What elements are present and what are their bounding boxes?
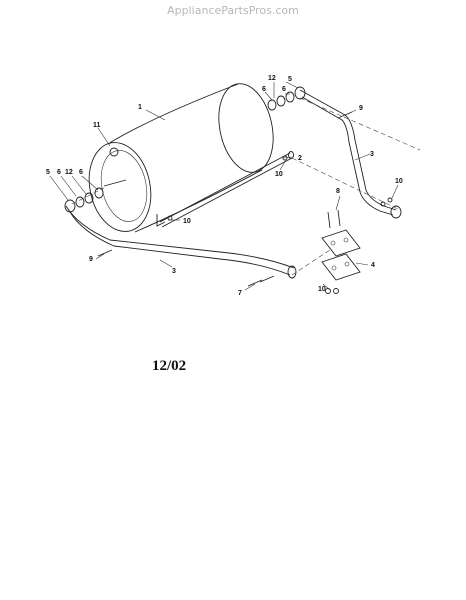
callout-12-right: 12 [268,75,276,82]
callout-10-drum-bracket: 10 [183,218,191,225]
hitch-bracket-lower [321,253,361,281]
handle-arm-left [65,205,297,279]
hitch-bracket-upper [321,229,361,257]
callout-10-arm-end: 10 [395,178,403,185]
callout-6-left-outer: 6 [57,169,61,176]
site-watermark: AppliancePartsPros.com [167,4,299,17]
fastener-bolts [97,111,393,294]
callout-5-right: 5 [288,76,292,83]
callout-2: 2 [298,155,302,162]
revision-date-code: 12/02 [152,358,187,374]
roller-drum [88,83,274,233]
assembly-guide-lines [291,97,421,276]
callout-10-hitch: 10 [318,286,326,293]
right-hub-hardware [267,86,306,111]
callout-3-left-arm: 3 [172,268,176,275]
callout-leaders [49,81,399,291]
callout-9-right: 9 [359,105,363,112]
callout-1: 1 [138,104,142,111]
callout-9-left: 9 [89,256,93,263]
callout-7: 7 [238,290,242,297]
left-hub-hardware [64,187,105,213]
callout-12-left: 12 [65,169,73,176]
axle-rod [156,151,294,228]
callout-4: 4 [371,262,375,269]
callout-6-right-inner: 6 [262,86,266,93]
callout-3-right-arm: 3 [370,151,374,158]
callout-5-left: 5 [46,169,50,176]
callout-11: 11 [93,122,101,129]
callout-6-right-outer: 6 [282,86,286,93]
handle-arm-right [299,89,402,219]
callout-6-left-inner: 6 [79,169,83,176]
callout-8: 8 [336,188,340,195]
callout-10-axle: 10 [275,171,283,178]
callout-labels: 1 2 3 3 4 5 5 6 6 6 6 7 8 9 9 10 10 10 1… [46,75,403,297]
